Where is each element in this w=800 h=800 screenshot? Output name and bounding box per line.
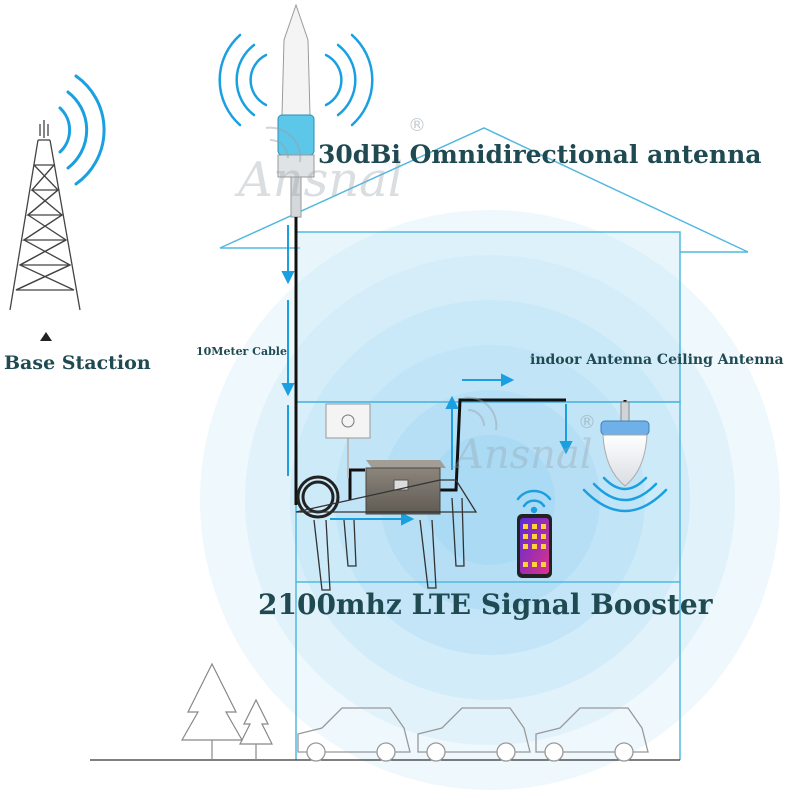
table — [295, 479, 478, 591]
registered-mark-2: ® — [578, 412, 596, 433]
ceiling-antenna-waves — [582, 476, 668, 513]
antenna-signal-waves — [218, 33, 374, 127]
tree-large — [180, 662, 244, 760]
base-station-pointer — [40, 332, 52, 341]
smartphone — [517, 514, 552, 578]
antenna-title: 30dBi Omnidirectional antenna — [318, 140, 762, 169]
tree-small — [239, 698, 273, 760]
indoor-antenna-label: indoor Antenna Ceiling Antenna — [530, 352, 784, 368]
base-station-tower — [9, 120, 81, 311]
watermark-brand: Ansnal — [238, 152, 404, 208]
coverage-rings — [200, 210, 780, 790]
registered-mark: ® — [408, 115, 426, 136]
power-outlet — [325, 403, 371, 439]
booster-title: 2100mhz LTE Signal Booster — [258, 588, 713, 621]
base-station-label: Base Staction — [4, 352, 151, 374]
car-1 — [297, 707, 411, 762]
watermark-waves — [265, 126, 498, 431]
cable-label: 10Meter Cable — [196, 345, 287, 358]
wifi-icon — [516, 489, 552, 514]
car-3 — [535, 707, 649, 762]
car-2 — [417, 707, 531, 762]
signal-direction-arrows — [281, 225, 573, 526]
tower-signal-waves — [58, 74, 106, 186]
watermark-brand-2: Ansnal — [455, 432, 593, 478]
signal-booster-device — [365, 460, 446, 515]
ceiling-antenna — [600, 401, 650, 487]
